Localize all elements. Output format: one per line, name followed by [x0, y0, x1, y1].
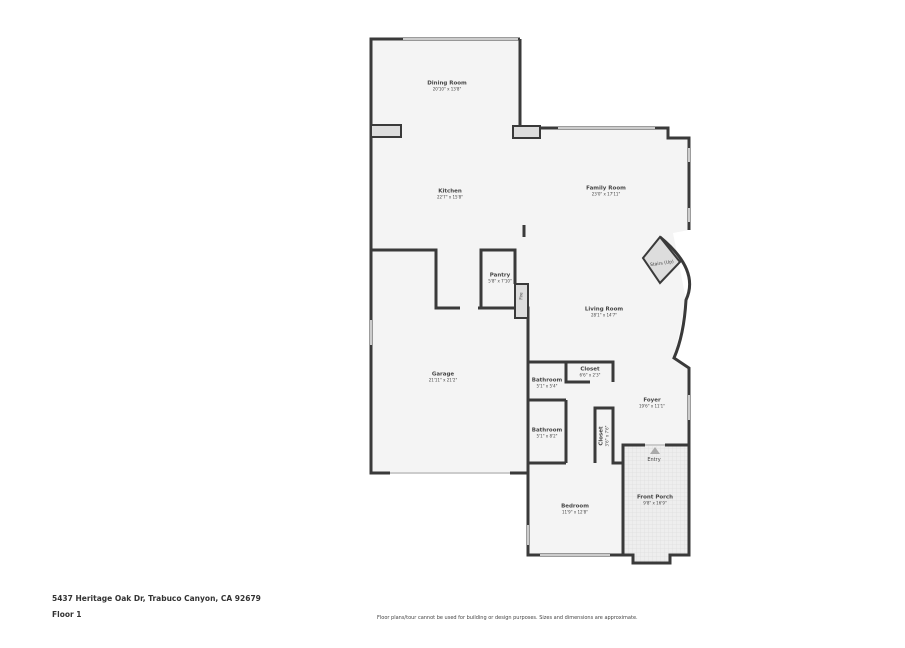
room-dims: 5'1" x 8'2" [536, 433, 558, 439]
fire-label: Fire [518, 292, 524, 300]
floor-area [371, 39, 689, 555]
room-dims: 20'10" x 13'8" [432, 86, 462, 92]
front-porch-floor [623, 445, 689, 563]
windows [370, 38, 690, 556]
room-dims: 3'6" x 7'6" [604, 425, 610, 447]
room-name: Foyer [643, 397, 661, 404]
address: 5437 Heritage Oak Dr, Trabuco Canyon, CA… [52, 594, 261, 603]
room-name: Front Porch [636, 494, 674, 501]
room-dims: 5'8" x 7'10" [488, 278, 512, 284]
room-dims: 11'9" x 12'8" [561, 509, 589, 515]
room-name: Family Room [586, 185, 626, 192]
fireplace-family [512, 125, 541, 139]
room-name: Closet [580, 366, 600, 373]
stairs [641, 235, 682, 285]
entry-label: Entry [647, 457, 661, 463]
room-dims: 28'1" x 14'7" [590, 312, 618, 318]
room-name: Bedroom [561, 503, 589, 510]
room-name: Garage [431, 371, 455, 378]
room-name: Living Room [584, 306, 624, 313]
floor-label: Floor 1 [52, 610, 82, 619]
room-name: Bathroom [531, 427, 563, 434]
room-dims: 6'6" x 2'3" [579, 372, 601, 378]
room-name: Bathroom [531, 377, 563, 384]
entry-arrow-icon [650, 447, 660, 454]
fireplace-kitchen [370, 124, 402, 138]
disclaimer: Floor plans/tour cannot be used for buil… [377, 615, 638, 621]
room-dims: 23'0" x 17'11" [591, 191, 621, 197]
room-name: Pantry [489, 272, 511, 279]
room-dims: 22'7" x 15'8" [436, 194, 464, 200]
room-dims: 9'8" x 16'9" [643, 500, 667, 506]
room-name: Dining Room [427, 80, 467, 87]
fireplace-living [514, 283, 529, 319]
room-dims: 21'11" x 21'2" [428, 377, 458, 383]
room-dims: 5'1" x 5'4" [536, 383, 558, 389]
room-name: Kitchen [438, 188, 462, 195]
room-dims: 19'6" x 11'1" [638, 403, 666, 409]
